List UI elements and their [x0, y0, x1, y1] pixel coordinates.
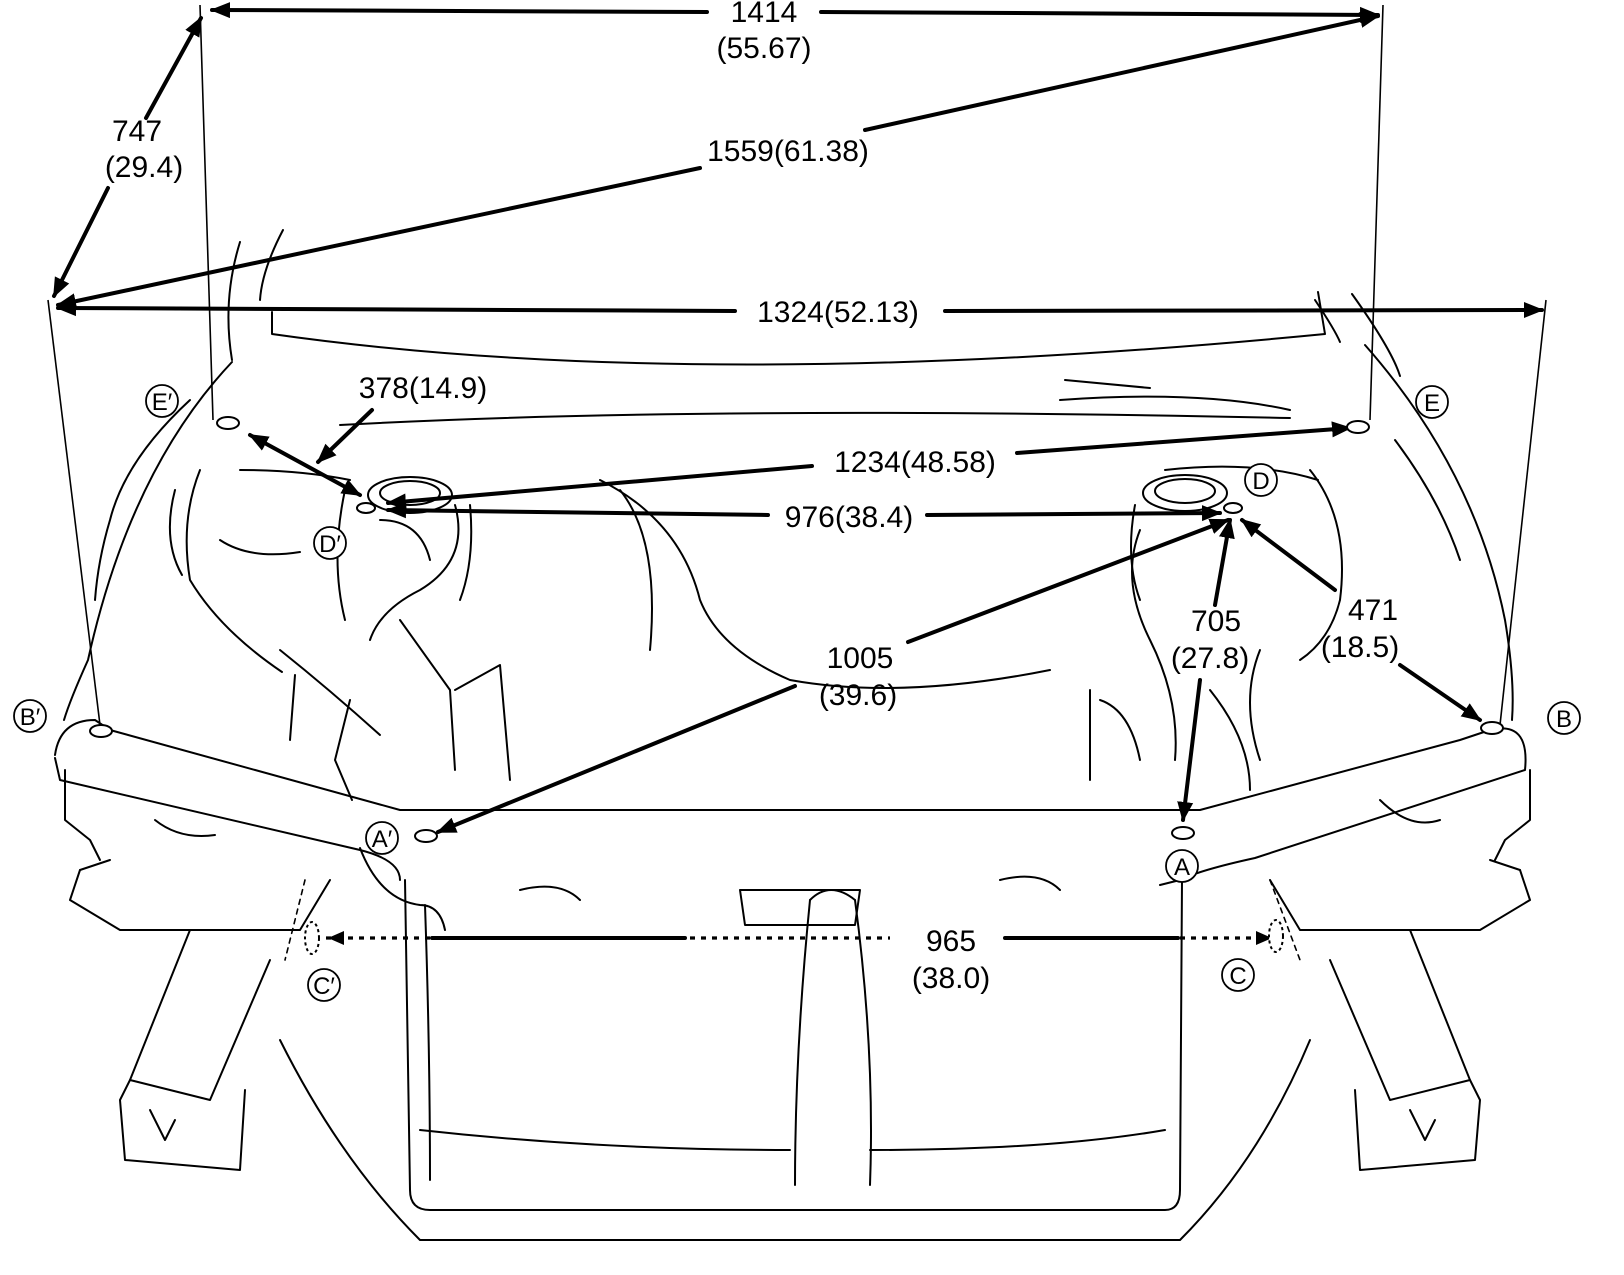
- strut-opening-right-inner: [1154, 478, 1216, 504]
- dim-line-471b: [1398, 663, 1482, 722]
- dim-leader-378: [316, 408, 374, 464]
- dim-705-mm: 705: [1191, 605, 1241, 638]
- dim-976: 976(38.4): [785, 501, 913, 534]
- strut-opening-left-inner: [379, 480, 441, 506]
- dim-line-1005b: [436, 684, 797, 834]
- label-d: D: [1244, 463, 1278, 497]
- svg-text:E′: E′: [152, 389, 173, 416]
- hole-b-prime: [89, 724, 113, 738]
- dimension-lines: [52, 2, 1544, 945]
- dim-line-1559b: [863, 12, 1380, 132]
- dim-line-1559a: [56, 166, 702, 310]
- hole-c-prime: [304, 921, 320, 955]
- dim-line-1234a: [386, 464, 814, 510]
- point-labels: E′ E D′ D B′ B A′ A: [13, 384, 1581, 1002]
- dim-747-in: (29.4): [105, 151, 183, 184]
- svg-text:D′: D′: [319, 531, 341, 558]
- dim-965-mm: 965: [926, 925, 976, 958]
- strut-opening-left: [367, 476, 453, 514]
- dimension-labels: 1414 (55.67) 747 (29.4) 1559(61.38) 1324…: [105, 0, 1399, 995]
- dim-1005-mm: 1005: [827, 642, 894, 675]
- svg-text:C′: C′: [313, 973, 335, 1000]
- dim-705-in: (27.8): [1171, 642, 1249, 675]
- label-b-prime: B′: [13, 699, 47, 733]
- hole-d-prime: [356, 502, 376, 514]
- dim-line-1234b: [1015, 421, 1352, 455]
- svg-text:C: C: [1229, 963, 1246, 990]
- label-d-prime: D′: [313, 526, 347, 560]
- hole-c: [1268, 919, 1284, 953]
- label-a: A: [1165, 849, 1199, 883]
- dim-1324: 1324(52.13): [757, 296, 919, 329]
- dim-965-in: (38.0): [912, 962, 990, 995]
- svg-text:A′: A′: [372, 826, 393, 853]
- dim-1234: 1234(48.58): [834, 446, 996, 479]
- vehicle-front-body: [54, 229, 1531, 1241]
- label-c: C: [1221, 958, 1255, 992]
- dim-line-1324a: [56, 300, 737, 317]
- hole-d: [1223, 502, 1243, 514]
- hole-a-prime: [414, 829, 438, 843]
- extension-lines: [47, 4, 1547, 726]
- hole-e: [1346, 420, 1370, 434]
- dim-1414-mm: 1414: [731, 0, 798, 29]
- dim-1005-in: (39.6): [819, 679, 897, 712]
- hole-b: [1480, 721, 1504, 735]
- dim-747-mm: 747: [112, 115, 162, 148]
- hole-e-prime: [216, 416, 240, 430]
- dim-378: 378(14.9): [359, 372, 487, 405]
- svg-text:B′: B′: [20, 704, 41, 731]
- dim-line-747a: [144, 16, 203, 120]
- label-a-prime: A′: [365, 821, 399, 855]
- dim-line-747b: [52, 186, 110, 298]
- strut-opening-right: [1142, 474, 1228, 512]
- dim-line-1324b: [943, 302, 1544, 319]
- dim-line-1414b: [819, 6, 1380, 23]
- hole-a: [1171, 826, 1195, 840]
- svg-text:B: B: [1556, 706, 1572, 733]
- dim-line-705a: [1213, 518, 1235, 607]
- dim-line-471a: [1240, 518, 1337, 592]
- dim-line-976b: [925, 505, 1222, 522]
- dim-line-705b: [1177, 678, 1202, 822]
- dim-471-mm: 471: [1348, 594, 1398, 627]
- dim-471-in: (18.5): [1321, 631, 1399, 664]
- dim-1559: 1559(61.38): [707, 135, 869, 168]
- measure-holes: [89, 416, 1504, 955]
- svg-text:A: A: [1174, 854, 1190, 881]
- label-e: E: [1415, 385, 1449, 419]
- dim-line-1005a: [906, 518, 1230, 644]
- label-b: B: [1547, 701, 1581, 735]
- label-c-prime: C′: [307, 968, 341, 1002]
- label-e-prime: E′: [145, 384, 179, 418]
- svg-text:D: D: [1252, 468, 1269, 495]
- dim-line-1414: [210, 2, 709, 19]
- svg-text:E: E: [1424, 390, 1440, 417]
- dim-1414-in: (55.67): [716, 32, 811, 65]
- dim-line-378: [248, 433, 362, 497]
- dim-line-976a: [386, 502, 770, 519]
